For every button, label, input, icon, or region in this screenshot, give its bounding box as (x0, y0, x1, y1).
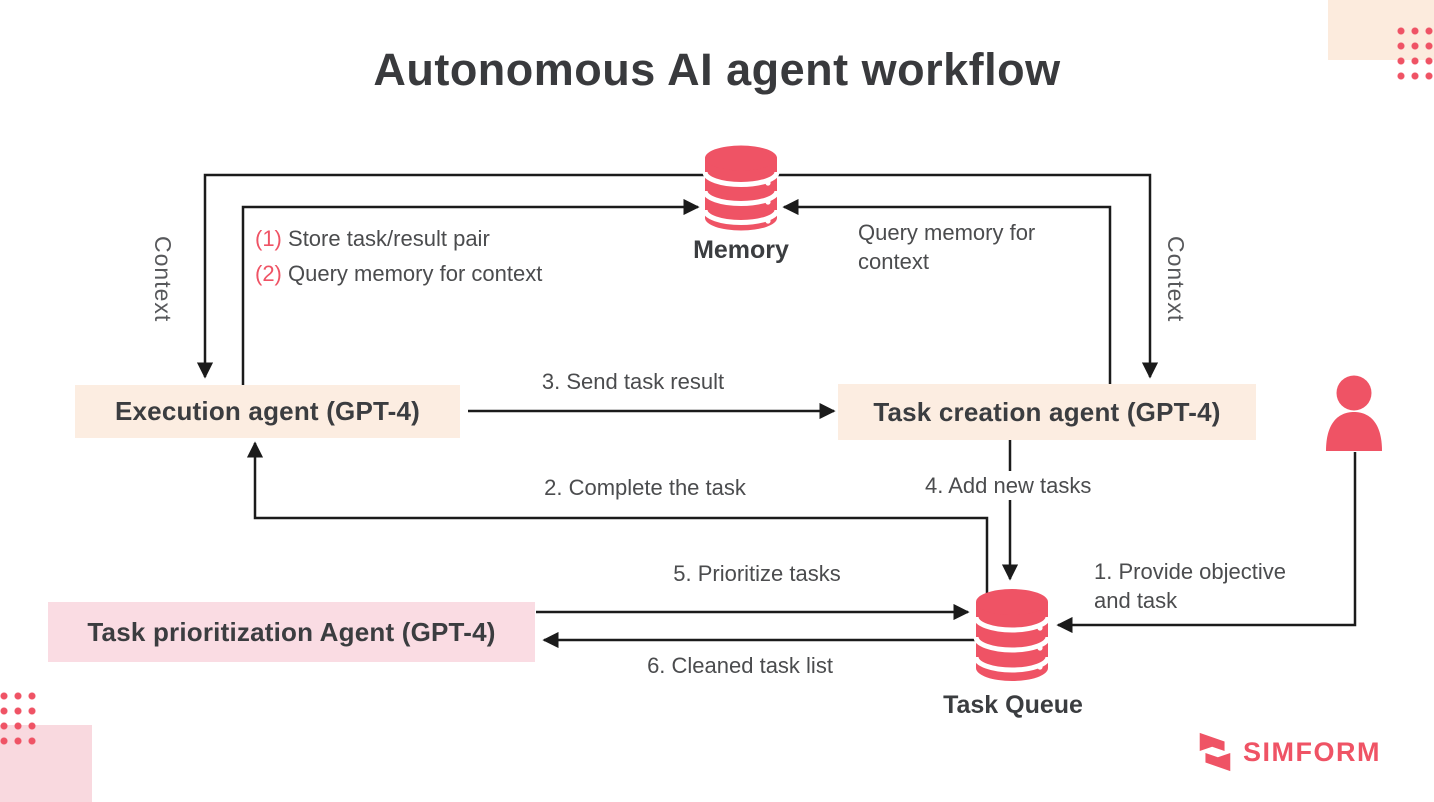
memory-op-2-number: (2) (255, 261, 282, 286)
node-label: Execution agent (GPT-4) (114, 396, 421, 426)
memory-op-2-text: Query memory for context (288, 261, 543, 286)
node-label: Task prioritization Agent (GPT-4) (87, 616, 496, 647)
memory-op-2-label: (2) Query memory for context (255, 259, 542, 288)
step-1-label: 1. Provide objective and task (1094, 559, 1286, 613)
task-queue-label: Task Queue (943, 691, 1083, 719)
memory-op-1-number: (1) (255, 226, 282, 251)
simform-logo: SIMFORM (1194, 731, 1381, 773)
arrow-complete-task (246, 441, 989, 594)
step-5-label: 5. Prioritize tasks (673, 561, 841, 586)
arrow-provide-objective (1056, 452, 1357, 634)
arrow-query-memory (782, 198, 1112, 385)
person-icon (1326, 375, 1382, 451)
dot-grid-icon (0, 691, 37, 749)
task-queue-database-icon (973, 589, 1051, 681)
context-label-right: Context (1163, 236, 1189, 323)
node-label: Task creation agent (GPT-4) (873, 396, 1221, 427)
node-task-prioritization-agent: Task prioritization Agent (GPT-4) (48, 602, 535, 662)
memory-label: Memory (693, 236, 789, 264)
arrow-context-both (196, 173, 1159, 379)
step-4-label: 4. Add new tasks (917, 471, 1100, 500)
node-execution-agent: Execution agent (GPT-4) (75, 385, 460, 438)
memory-op-1-text: Store task/result pair (288, 226, 490, 251)
memory-database-icon (702, 145, 780, 231)
simform-logo-icon (1199, 732, 1231, 772)
memory-op-1-label: (1) Store task/result pair (255, 224, 490, 253)
step-3-label: 3. Send task result (541, 369, 725, 394)
arrow-store-query-memory (241, 198, 700, 385)
step-2-label: 2. Complete the task (544, 475, 746, 500)
page-title: Autonomous AI agent workflow (373, 44, 1061, 95)
dot-grid-icon (1396, 26, 1434, 84)
step-6-label: 6. Cleaned task list (647, 653, 833, 678)
context-label-left: Context (150, 236, 176, 323)
query-memory-label: Query memory for context (858, 220, 1036, 274)
simform-logo-text: SIMFORM (1243, 736, 1381, 767)
node-task-creation-agent: Task creation agent (GPT-4) (838, 384, 1256, 440)
